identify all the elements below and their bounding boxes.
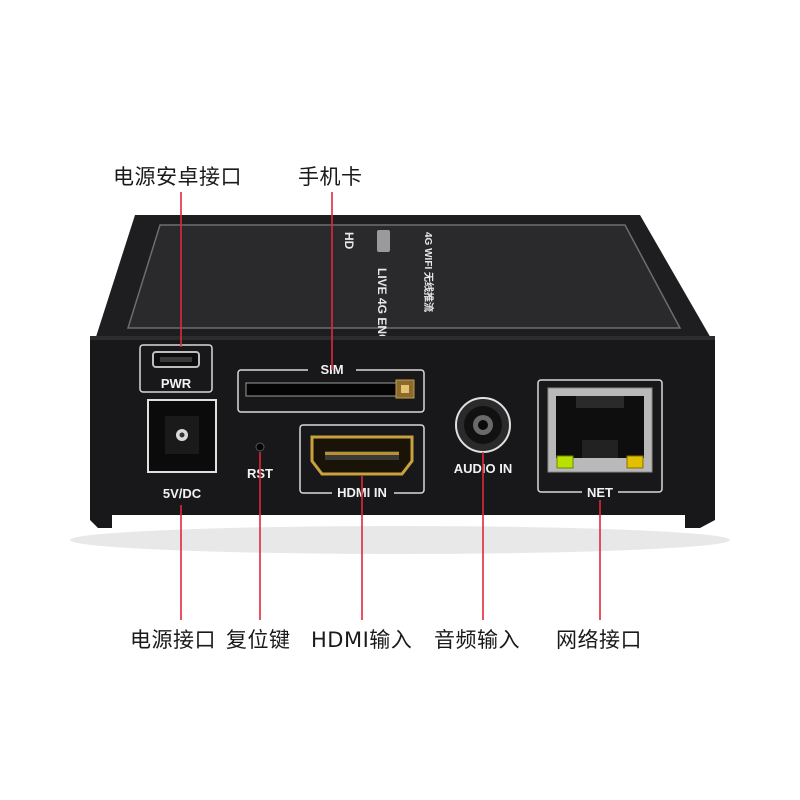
lid-outline xyxy=(126,224,682,329)
dc-label: 5V/DC xyxy=(163,486,202,501)
net-label: NET xyxy=(587,485,613,500)
reset-hole xyxy=(255,442,265,452)
lid-badge xyxy=(377,230,390,252)
callout-power-android: 电源安卓接口 xyxy=(113,165,242,189)
device-shadow xyxy=(70,526,730,554)
callout-reset: 复位键 xyxy=(226,628,291,652)
led-left xyxy=(556,455,574,469)
sim-slot xyxy=(245,382,397,397)
callout-power-jack: 电源接口 xyxy=(130,628,216,652)
lid-hd-text: HD xyxy=(342,232,356,250)
callout-network: 网络接口 xyxy=(556,628,642,652)
leader-lines xyxy=(180,192,601,620)
callout-sim-card: 手机卡 xyxy=(298,165,363,189)
led-right xyxy=(626,455,644,469)
pwr-label: PWR xyxy=(161,376,192,391)
lid-wifi-text: 4G WIFI 无线推流 xyxy=(422,232,435,312)
pwr-outline xyxy=(139,344,213,393)
callout-audio-input: 音频输入 xyxy=(434,628,520,652)
front-panel-top-edge xyxy=(90,336,715,340)
callout-hdmi-input: HDMI输入 xyxy=(311,628,413,652)
lid-inner-panel xyxy=(128,225,680,328)
